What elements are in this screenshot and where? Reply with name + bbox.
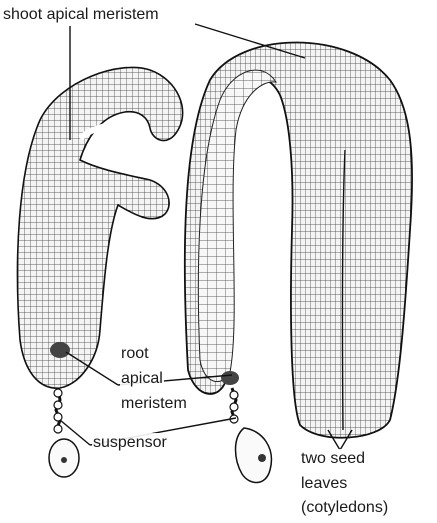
young-root-meristem bbox=[50, 342, 70, 358]
young-embryo-body bbox=[17, 67, 182, 388]
label-cotyledons-line3: (cotyledons) bbox=[300, 498, 389, 517]
label-shoot-apical-meristem: shoot apical meristem bbox=[2, 5, 160, 24]
label-root-apical-meristem-line3: meristem bbox=[120, 394, 188, 413]
mature-embryo bbox=[185, 43, 412, 483]
label-suspensor: suspensor bbox=[92, 433, 168, 452]
young-embryo bbox=[17, 67, 182, 477]
label-cotyledons-line1: two seed bbox=[300, 449, 366, 468]
mature-basal-cell bbox=[236, 428, 272, 483]
label-root-apical-meristem-line2: apical bbox=[120, 369, 164, 388]
mature-root-meristem bbox=[221, 371, 239, 385]
label-cotyledons-line2: leaves bbox=[300, 474, 348, 493]
label-root-apical-meristem-line1: root bbox=[120, 344, 150, 363]
